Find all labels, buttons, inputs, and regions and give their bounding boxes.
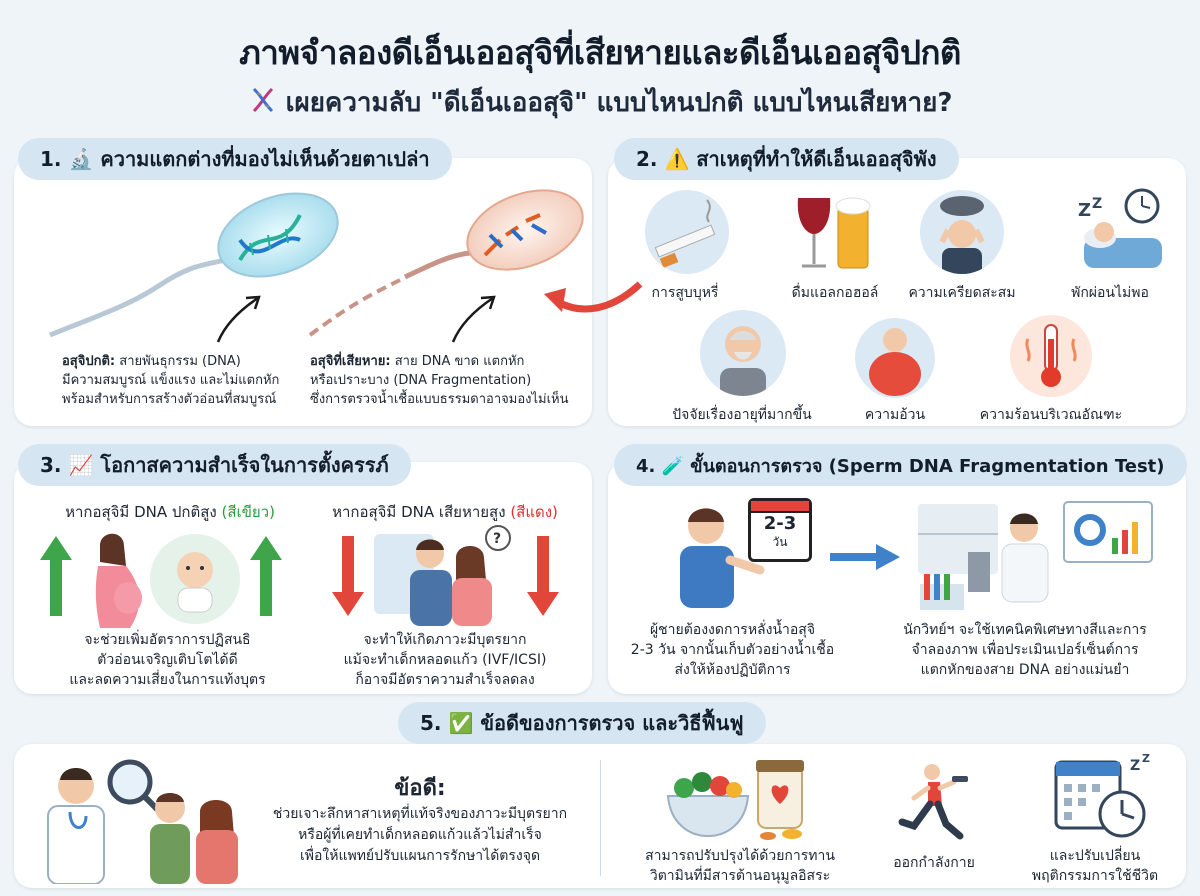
- svg-text:Z: Z: [1078, 200, 1091, 221]
- baby-icon: [150, 534, 240, 624]
- calendar-icon: 2-3 วัน: [748, 498, 812, 562]
- diet-caption: สามารถปรับปรุงได้ด้วยการทาน วิตามินที่มี…: [645, 848, 835, 884]
- page-title: ภาพจำลองดีเอ็นเออสุจิที่เสียหายและดีเอ็น…: [239, 33, 961, 72]
- alcohol-icon: [790, 190, 880, 276]
- section-2-header: 2. ⚠️ สาเหตุที่ทำให้ดีเอ็นเออสุจิพัง: [614, 138, 959, 180]
- bad-dna-caption: จะทำให้เกิดภาวะมีบุตรยาก แม้จะทำเด็กหลอด…: [343, 632, 547, 688]
- bad-dna-heading: หากอสุจิมี DNA เสียหายสูง (สีแดง): [332, 503, 558, 521]
- red-down-arrow-right-icon: [527, 536, 559, 616]
- cause-heat-label: ความร้อนบริเวณอัณฑะ: [979, 407, 1123, 423]
- cause-obesity-label: ความอ้วน: [864, 407, 926, 423]
- benefit-caption: ช่วยเจาะลึกหาสาเหตุที่แท้จริงของภาวะมีบุ…: [272, 806, 568, 864]
- green-up-arrow-left-icon: [40, 536, 72, 616]
- obesity-icon: [855, 318, 935, 398]
- sleep-icon: Z Z: [1070, 186, 1170, 276]
- cause-sleep-label: พักผ่อนไม่พอ: [1071, 285, 1149, 301]
- heat-thermometer-icon: [1010, 315, 1092, 397]
- running-person-icon: [898, 764, 968, 840]
- red-down-arrow-left-icon: [332, 536, 364, 616]
- section-4-header: 4. 🧪 ขั้นตอนการตรวจ (Sperm DNA Fragmenta…: [614, 444, 1187, 486]
- section-1-header: 1. 🔬 ความแตกต่างที่มองไม่เห็นด้วยตาเปล่า: [18, 138, 452, 180]
- damaged-sperm-caption: อสุจิที่เสียหาย: สาย DNA ขาด แตกหัก หรือ…: [310, 354, 569, 407]
- green-up-arrow-right-icon: [250, 536, 282, 616]
- normal-sperm-caption: อสุจิปกติ: สายพันธุกรรม (DNA) มีความสมบู…: [62, 354, 280, 407]
- man-explaining-icon: [680, 508, 765, 608]
- normal-arrow-icon: [216, 295, 261, 343]
- damaged-arrow-icon: [451, 295, 496, 343]
- doctor-consultation-icon: [47, 759, 238, 884]
- damaged-sperm-illustration: [308, 189, 584, 337]
- calendar-clock-icon: Z Z: [1054, 752, 1150, 838]
- healthy-food-vitamins-icon: [666, 760, 804, 840]
- svg-text:?: ?: [493, 531, 501, 547]
- dna-icon: [248, 85, 278, 118]
- calendar-days: 2-3: [763, 513, 797, 534]
- cigarette-icon: [645, 190, 729, 274]
- stress-icon: [920, 190, 1004, 274]
- section-5-divider: [600, 760, 601, 876]
- svg-text:Z: Z: [1130, 758, 1140, 774]
- lab-scientist-icon: [918, 501, 1153, 610]
- lifestyle-caption: และปรับเปลี่ยน พฤติกรรมการใช้ชีวิต: [1031, 848, 1159, 884]
- calendar-unit: วัน: [772, 535, 788, 549]
- blue-right-arrow-icon: [830, 544, 900, 570]
- page-subtitle: เผยความลับ "ดีเอ็นเออสุจิ" แบบไหนปกติ แบ…: [0, 82, 1200, 123]
- worried-couple-icon: ?: [374, 525, 511, 626]
- normal-sperm-illustration: [49, 192, 339, 338]
- red-curved-arrow-icon: [544, 281, 643, 313]
- exercise-label: ออกกำลังกาย: [893, 855, 975, 871]
- benefit-title: ข้อดี:: [394, 776, 446, 801]
- section-3-header: 3. 📈 โอกาสความสำเร็จในการตั้งครรภ์: [18, 444, 411, 486]
- cause-age-label: ปัจจัยเรื่องอายุที่มากขึ้น: [672, 407, 812, 423]
- good-dna-heading: หากอสุจิมี DNA ปกติสูง (สีเขียว): [65, 503, 275, 521]
- step1-caption: ผู้ชายต้องงดการหลั่งน้ำอสุจิ 2-3 วัน จาก…: [630, 622, 835, 678]
- cause-stress-label: ความเครียดสะสม: [908, 285, 1016, 301]
- step2-caption: นักวิทย์ฯ จะใช้เทคนิคพิเศษทางสีและการ จำ…: [903, 622, 1147, 678]
- good-dna-caption: จะช่วยเพิ่มอัตราการปฏิสนธิ ตัวอ่อนเจริญเ…: [69, 632, 266, 688]
- section-5-header: 5. ✅ ข้อดีของการตรวจ และวิธีฟื้นฟู: [398, 702, 766, 744]
- svg-text:Z: Z: [1142, 752, 1150, 765]
- svg-text:Z: Z: [1092, 196, 1102, 212]
- cause-alcohol-label: ดื่มแอลกอฮอล์: [791, 285, 879, 301]
- cause-smoking-label: การสูบบุหรี่: [651, 285, 719, 301]
- pregnant-woman-icon: [95, 533, 142, 628]
- elderly-man-icon: [700, 310, 786, 396]
